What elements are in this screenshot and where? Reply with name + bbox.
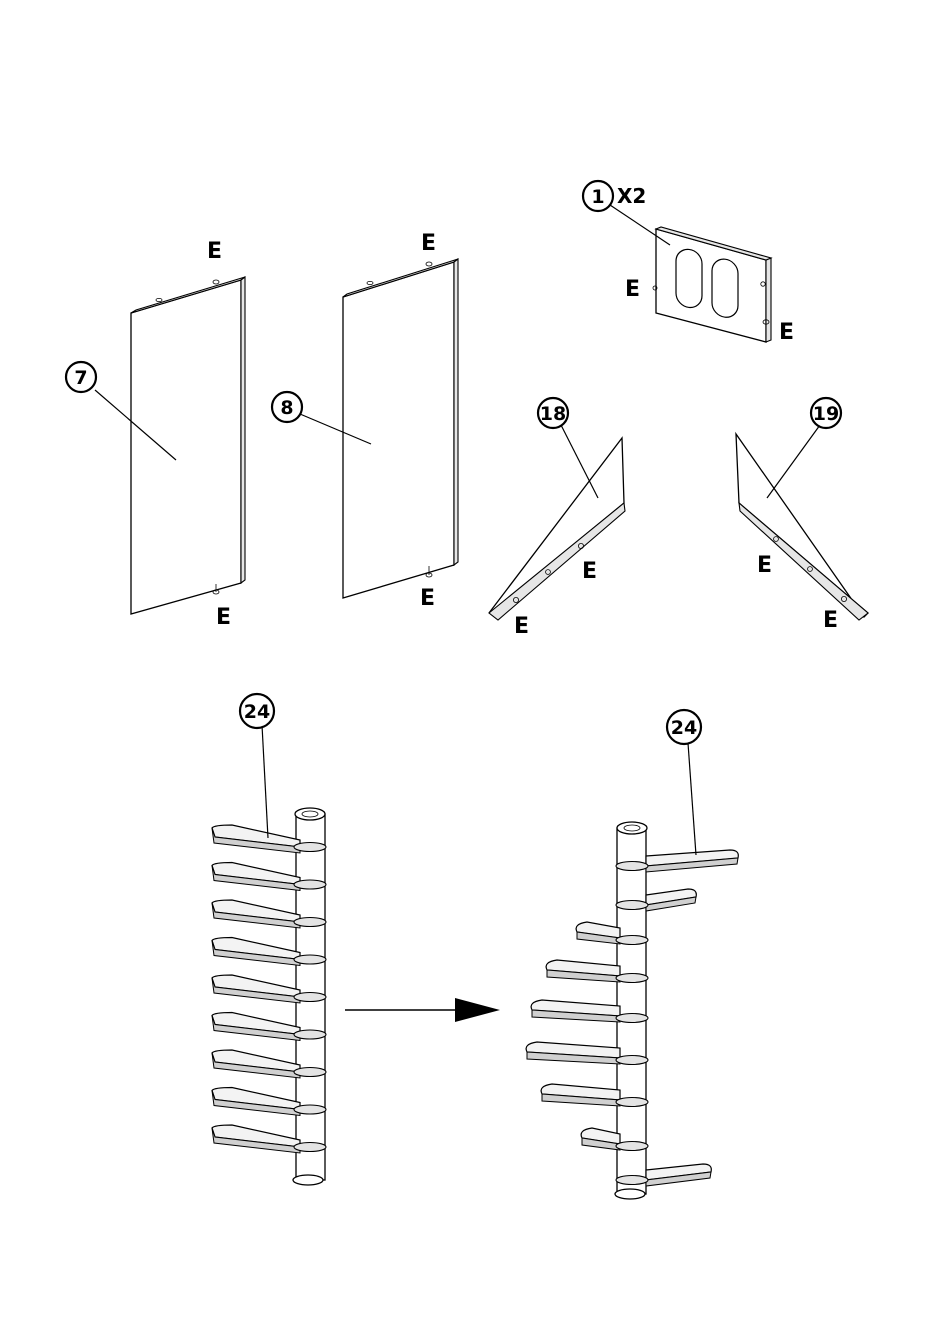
part-number-24-left: 24 — [244, 701, 270, 723]
hole-label-e-part19-left: E — [757, 553, 772, 578]
pole-ring — [294, 880, 326, 889]
pole-ring — [294, 993, 326, 1002]
pole-ring — [616, 901, 648, 910]
pole-ring — [616, 974, 648, 983]
part-number-8: 8 — [280, 397, 293, 419]
hole-label-e-part1-right: E — [779, 320, 794, 345]
part-number-19: 19 — [813, 403, 839, 425]
part-19-stringer: 19 E E — [736, 398, 868, 633]
part-1-bracket: 1 X2 E E — [583, 181, 794, 345]
part-number-18: 18 — [540, 403, 566, 425]
stair-spiral: 24 — [526, 710, 738, 1199]
hole-label-e-part1-left: E — [625, 277, 640, 302]
panel-8: 8 E E — [272, 231, 458, 611]
pole-ring — [616, 1098, 648, 1107]
pole-ring — [294, 843, 326, 852]
pole-ring — [616, 1056, 648, 1065]
pole-ring — [616, 1176, 648, 1185]
hole-label-e-panel7-bottom: E — [216, 605, 231, 630]
pole-ring — [294, 918, 326, 927]
hole-label-e-part18-left: E — [514, 614, 529, 639]
pole-ring — [616, 1142, 648, 1151]
pole-ring — [294, 1143, 326, 1152]
pole-ring — [616, 936, 648, 945]
part-1-quantity: X2 — [617, 184, 646, 208]
hole-label-e-part19-right: E — [823, 608, 838, 633]
part-number-24-right: 24 — [671, 717, 697, 739]
pole-ring — [616, 862, 648, 871]
part-number-7: 7 — [74, 367, 87, 389]
pole-ring — [294, 1030, 326, 1039]
hole-label-e-panel8-bottom: E — [420, 586, 435, 611]
pole-ring — [294, 1068, 326, 1077]
hole-label-e-part18-right: E — [582, 559, 597, 584]
hole-label-e-panel7-top: E — [207, 239, 222, 264]
transform-arrow — [345, 998, 500, 1022]
panel-7: 7 E E — [66, 239, 245, 630]
part-18-stringer: 18 E E — [489, 398, 625, 639]
pole-ring — [294, 955, 326, 964]
part-number-1: 1 — [591, 186, 604, 208]
hole-label-e-panel8-top: E — [421, 231, 436, 256]
stair-stacked: 24 — [212, 694, 326, 1185]
arrow-head-icon — [455, 998, 500, 1022]
pole-ring — [294, 1105, 326, 1114]
pole-ring — [616, 1014, 648, 1023]
